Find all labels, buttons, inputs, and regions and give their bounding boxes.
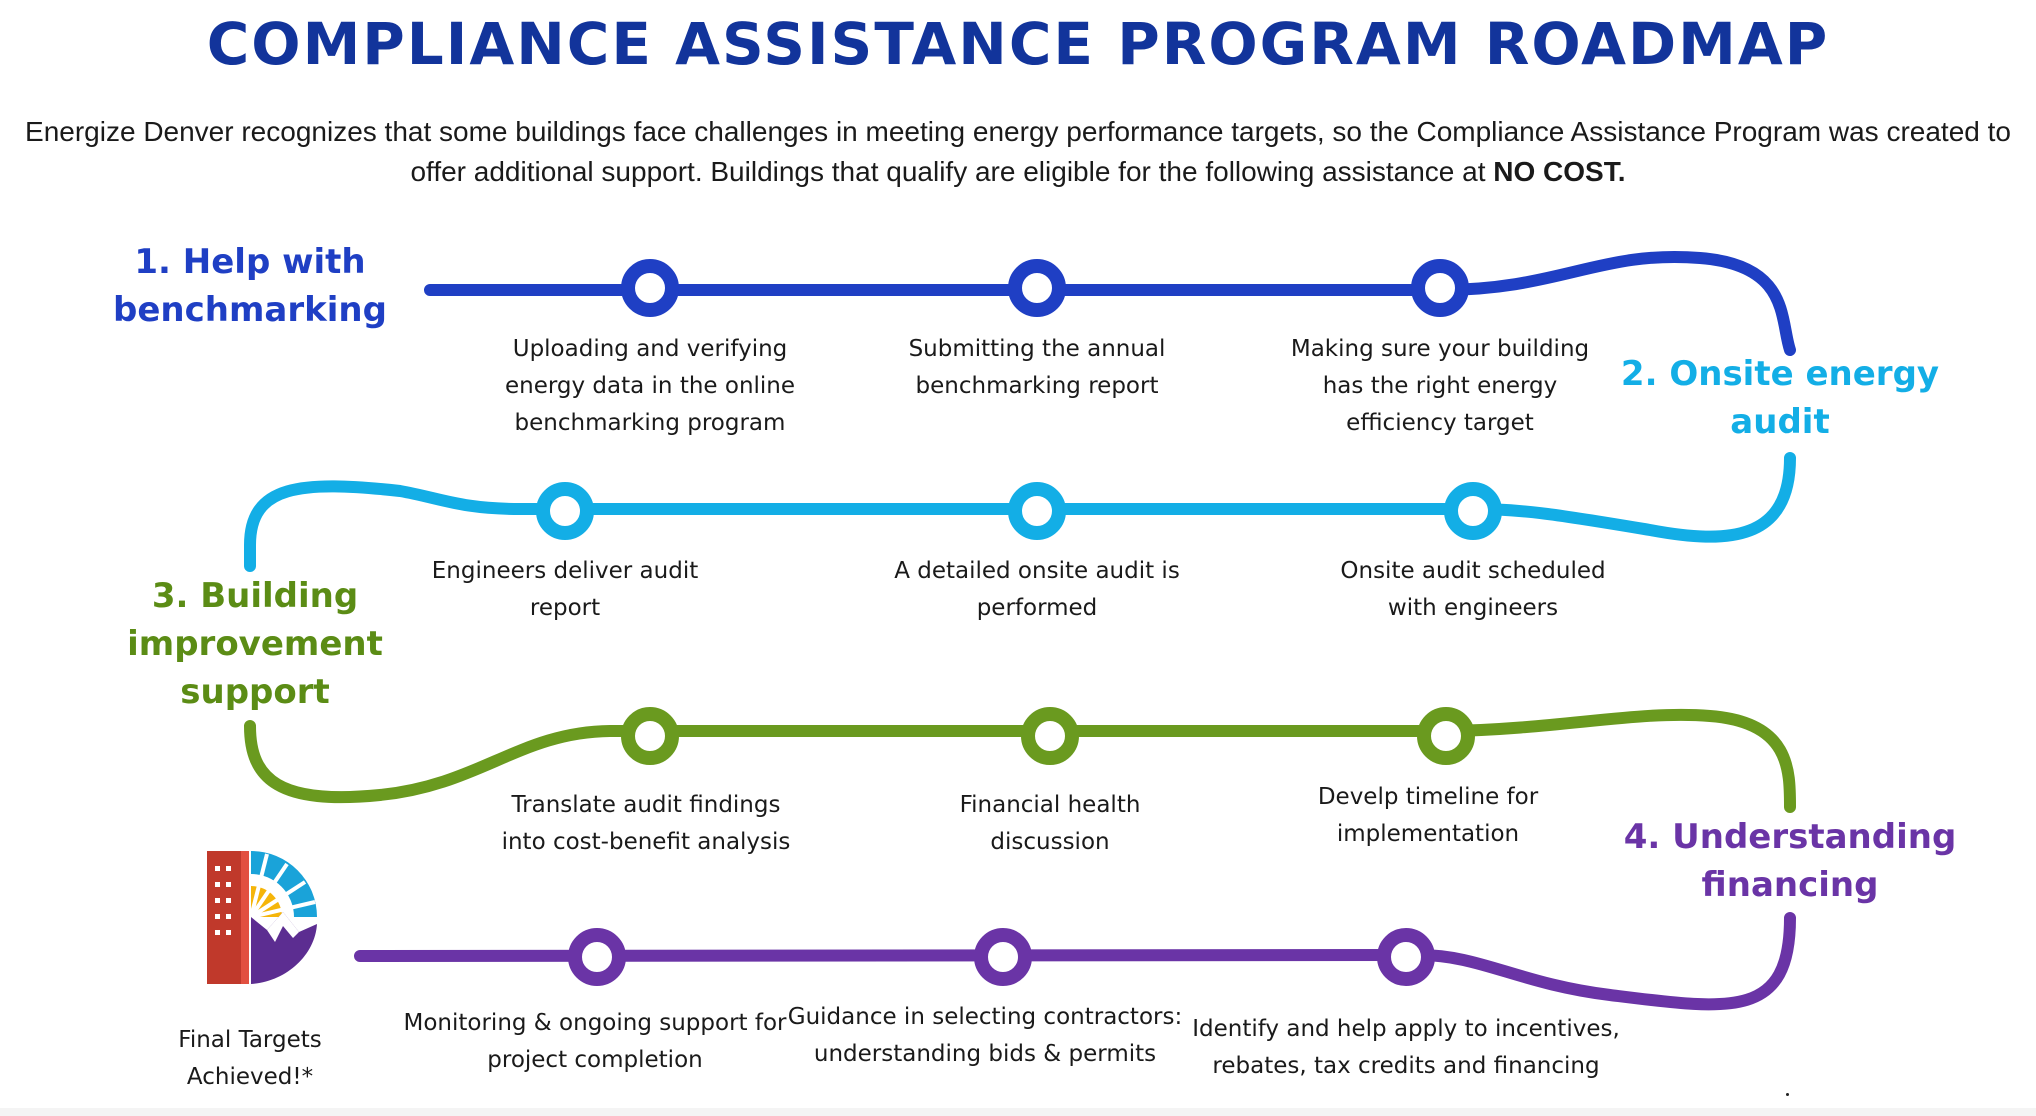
stage-title-line: improvement — [127, 624, 383, 664]
caption-line: discussion — [990, 829, 1109, 855]
caption-line: Financial health — [960, 792, 1141, 818]
energize-denver-logo — [207, 851, 317, 984]
footer-strip — [0, 1108, 2036, 1116]
improvement-step-caption-1: Translate audit findings into cost-benefi… — [502, 792, 791, 855]
caption-line: Onsite audit scheduled — [1340, 558, 1605, 584]
caption-line: A detailed onsite audit is — [894, 558, 1180, 584]
stage-title-audit: 2. Onsite energy audit — [1600, 350, 1960, 446]
caption-line: implementation — [1337, 821, 1519, 847]
final-targets-label: Final Targets Achieved!* — [140, 1022, 360, 1096]
caption-line: Develp timeline for — [1318, 784, 1539, 810]
financing-step-node-3 — [1377, 928, 1435, 986]
improvement-step-node-3 — [1417, 707, 1475, 765]
stage-title-line: benchmarking — [113, 290, 387, 330]
caption-line: performed — [977, 595, 1098, 621]
intro-text: Energize Denver recognizes that some bui… — [25, 116, 2011, 187]
benchmarking-step-caption-2: Submitting the annual benchmarking report — [909, 336, 1166, 399]
benchmarking-step-node-3 — [1411, 259, 1469, 317]
caption-line: has the right energy — [1323, 373, 1558, 399]
stage-title-financing: 4. Understanding financing — [1600, 813, 1980, 909]
caption-line: Uploading and verifying — [513, 336, 788, 362]
final-line: Achieved!* — [186, 1064, 314, 1090]
audit-step-caption-2: A detailed onsite audit is performed — [894, 558, 1180, 621]
stage-title-line: 3. Building — [151, 576, 359, 616]
caption-line: Translate audit findings — [511, 792, 781, 818]
improvement-step-caption-3: Develp timeline for implementation — [1318, 784, 1539, 847]
audit-step-node-1 — [536, 482, 594, 540]
improvement-step-node-1 — [621, 707, 679, 765]
financing-step-caption-2: Guidance in selecting contractors: unders… — [788, 1004, 1182, 1067]
caption-line: with engineers — [1388, 595, 1558, 621]
benchmarking-step-caption-3: Making sure your building has the right e… — [1291, 336, 1589, 436]
benchmarking-step-node-1 — [621, 259, 679, 317]
final-line: Final Targets — [178, 1027, 322, 1053]
caption-line: benchmarking program — [515, 410, 786, 436]
improvement-step-caption-2: Financial health discussion — [960, 792, 1141, 855]
caption-line: into cost-benefit analysis — [502, 829, 791, 855]
financing-step-caption-1: Monitoring & ongoing support for project … — [404, 1010, 788, 1073]
improvement-path — [244, 708, 1796, 813]
caption-line: benchmarking report — [916, 373, 1159, 399]
page-title: COMPLIANCE ASSISTANCE PROGRAM ROADMAP — [206, 10, 1830, 78]
audit-step-node-2 — [1008, 482, 1066, 540]
stage-title-line: audit — [1730, 402, 1830, 442]
intro-emphasis: NO COST. — [1493, 156, 1626, 187]
financing-path — [354, 912, 1796, 1011]
audit-step-caption-1: Engineers deliver audit report — [432, 558, 698, 621]
caption-line: Submitting the annual — [909, 336, 1166, 362]
audit-step-caption-3: Onsite audit scheduled with engineers — [1340, 558, 1605, 621]
stage-title-line: 2. Onsite energy — [1620, 354, 1940, 394]
caption-line: understanding bids & permits — [814, 1041, 1156, 1067]
caption-line: Making sure your building — [1291, 336, 1589, 362]
audit-step-node-3 — [1444, 482, 1502, 540]
financing-step-caption-3: Identify and help apply to incentives, re… — [1192, 1016, 1620, 1079]
financing-step-node-1 — [568, 928, 626, 986]
stage-title-benchmarking: 1. Help with benchmarking — [90, 238, 410, 334]
stray-dot — [1786, 1093, 1789, 1096]
stage-title-line: 4. Understanding — [1623, 817, 1957, 857]
stage-title-improvement: 3. Building improvement support — [95, 572, 415, 716]
caption-line: project completion — [487, 1047, 702, 1073]
caption-line: Monitoring & ongoing support for — [404, 1010, 788, 1036]
caption-line: rebates, tax credits and financing — [1212, 1053, 1599, 1079]
stage-title-line: support — [180, 672, 330, 712]
caption-line: efficiency target — [1346, 410, 1534, 436]
intro-paragraph: Energize Denver recognizes that some bui… — [20, 112, 2016, 192]
stage-title-line: 1. Help with — [134, 242, 366, 282]
financing-step-node-2 — [974, 928, 1032, 986]
caption-line: Engineers deliver audit — [432, 558, 698, 584]
benchmarking-step-node-2 — [1008, 259, 1066, 317]
caption-line: Guidance in selecting contractors: — [788, 1004, 1182, 1030]
stage-title-line: financing — [1701, 865, 1879, 905]
improvement-step-node-2 — [1021, 707, 1079, 765]
caption-line: energy data in the online — [505, 373, 795, 399]
caption-line: report — [530, 595, 600, 621]
benchmarking-step-caption-1: Uploading and verifying energy data in th… — [505, 336, 795, 436]
caption-line: Identify and help apply to incentives, — [1192, 1016, 1620, 1042]
benchmarking-path — [424, 251, 1796, 356]
